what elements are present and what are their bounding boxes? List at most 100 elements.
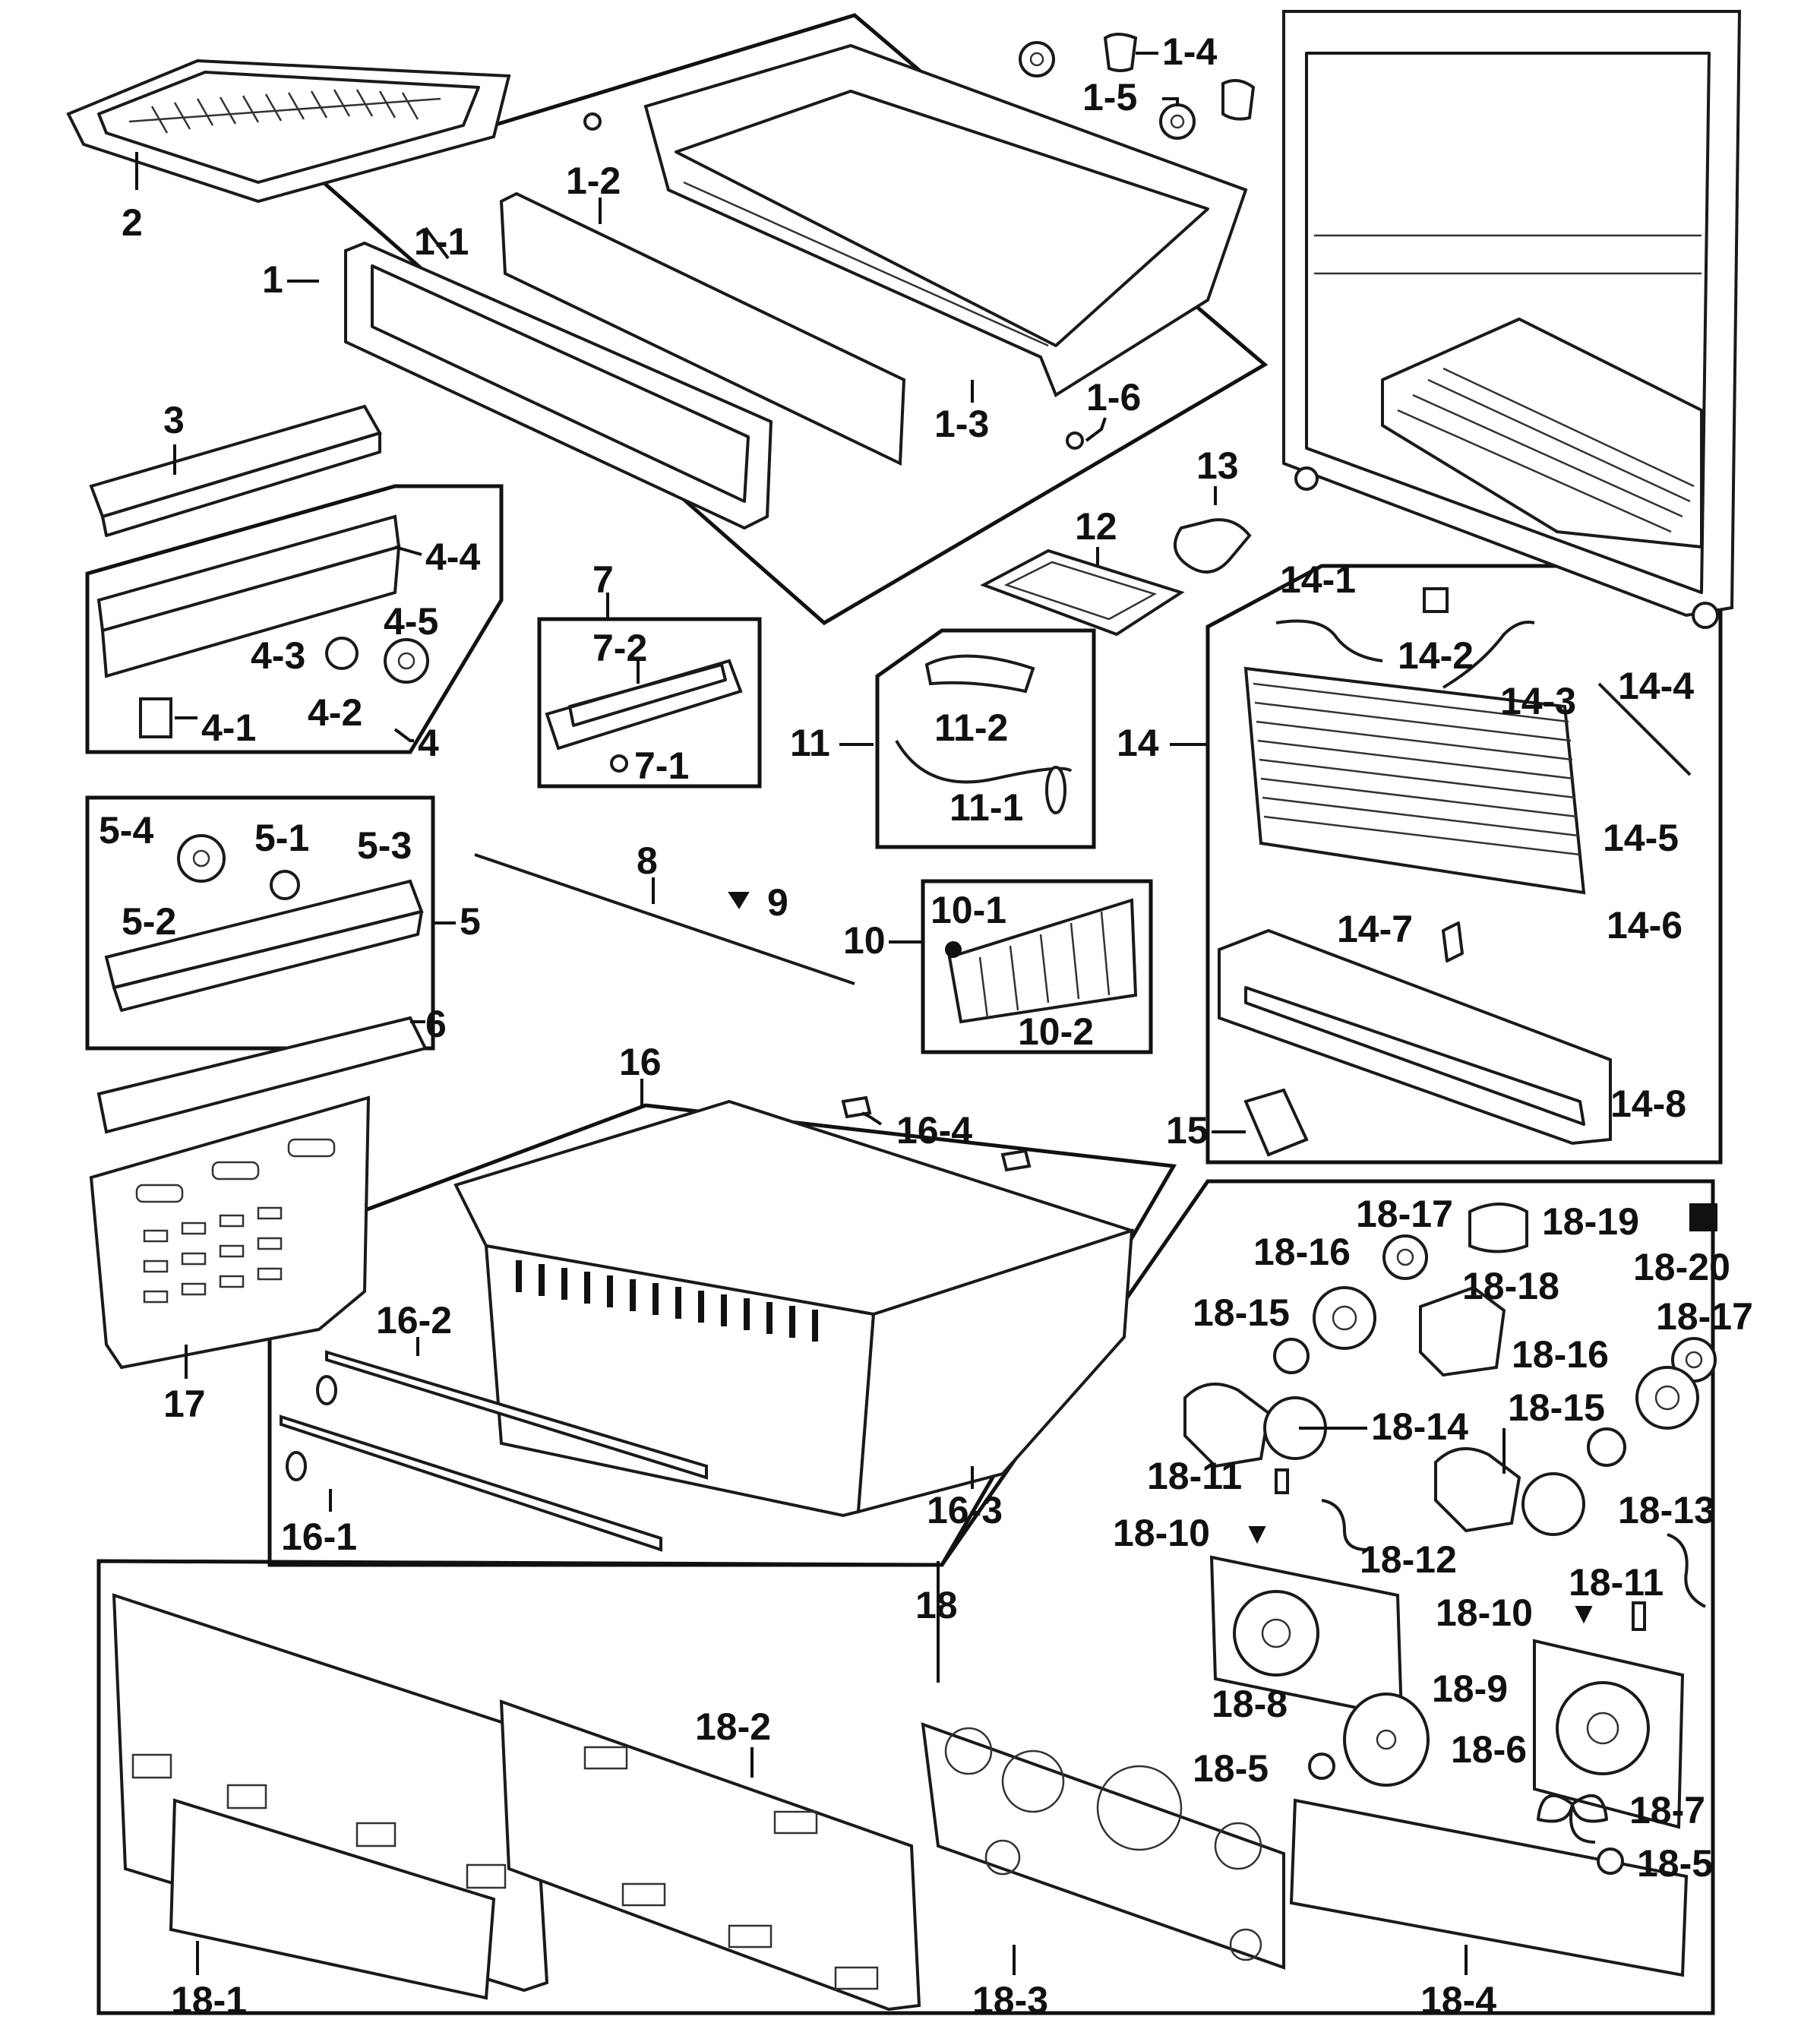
group-14-outline xyxy=(1205,564,1723,1165)
group-10-outline xyxy=(921,879,1153,1054)
label-5-1: 5-1 xyxy=(254,817,309,859)
label-14-3: 14-3 xyxy=(1500,680,1576,722)
part-18-panels xyxy=(112,1561,1689,2012)
label-18-20: 18-20 xyxy=(1633,1246,1730,1288)
part-1-6-screw xyxy=(1066,431,1084,450)
part-1-4-clip xyxy=(1103,33,1138,72)
part-15-bracket xyxy=(1212,1088,1309,1157)
label-4-1: 4-1 xyxy=(201,706,256,749)
label-4: 4 xyxy=(418,722,439,764)
label-18-15-a: 18-15 xyxy=(1193,1291,1290,1334)
label-18-10-a: 18-10 xyxy=(1113,1512,1210,1554)
label-7: 7 xyxy=(592,558,614,601)
label-4-5: 4-5 xyxy=(384,600,438,643)
part-3-rail xyxy=(89,404,382,537)
part-18-12-harness xyxy=(1321,1499,1368,1551)
label-18-1: 18-1 xyxy=(171,1979,247,2021)
part-18-15-hub-b xyxy=(1587,1427,1626,1467)
label-2: 2 xyxy=(122,201,143,244)
label-18-14: 18-14 xyxy=(1371,1405,1468,1448)
label-18-13: 18-13 xyxy=(1618,1489,1715,1531)
label-7-1: 7-1 xyxy=(634,744,689,787)
part-5-1-wheel xyxy=(270,870,300,900)
part-1-4-roller-a xyxy=(1019,41,1055,77)
label-18-11-b: 18-11 xyxy=(1569,1561,1664,1604)
label-18-17-b: 18-17 xyxy=(1656,1295,1753,1338)
label-18-5-b: 18-5 xyxy=(1637,1842,1713,1885)
label-16-3: 16-3 xyxy=(927,1489,1003,1531)
part-2-basket xyxy=(66,58,511,204)
part-1-5-roller-b xyxy=(1159,103,1196,140)
part-6-rail xyxy=(96,1016,428,1134)
part-1-drawer xyxy=(287,33,1256,530)
label-18-5-a: 18-5 xyxy=(1193,1747,1269,1790)
label-14-5: 14-5 xyxy=(1603,817,1679,859)
part-18-3-plate xyxy=(921,1722,1285,1970)
label-13: 13 xyxy=(1196,444,1239,487)
label-18: 18 xyxy=(915,1584,958,1626)
label-5-4: 5-4 xyxy=(99,809,153,852)
label-14-1: 14-1 xyxy=(1280,558,1356,601)
label-18-8: 18-8 xyxy=(1212,1683,1288,1725)
part-13-lamp xyxy=(1174,486,1252,574)
part-4-group xyxy=(96,514,429,742)
part-18-20-block xyxy=(1689,1203,1717,1231)
part-4-2-wheel xyxy=(325,637,359,670)
label-18-3: 18-3 xyxy=(972,1979,1048,2021)
group-11-outline xyxy=(875,628,1096,849)
part-18-7-propeller xyxy=(1537,1794,1608,1844)
part-11-2-holder xyxy=(924,654,1035,694)
label-1-3: 1-3 xyxy=(934,403,989,445)
label-4-4: 4-4 xyxy=(425,536,480,578)
part-16-2-rail xyxy=(325,1350,708,1480)
part-14-4-rod xyxy=(1597,682,1692,776)
label-1-1: 1-1 xyxy=(414,220,469,263)
label-14-4: 14-4 xyxy=(1618,665,1694,707)
label-18-18: 18-18 xyxy=(1462,1265,1559,1307)
part-14-evaporator xyxy=(1170,587,1692,1146)
label-18-16-a: 18-16 xyxy=(1253,1231,1351,1273)
label-12: 12 xyxy=(1075,505,1117,548)
label-16: 16 xyxy=(619,1041,662,1083)
part-14-7-clip xyxy=(1442,921,1464,962)
callout-labels: 2 1 1-1 1-2 1-3 1-4 1-5 1-6 3 4 4-1 4-2 … xyxy=(99,30,1753,2021)
part-18-10-screw-b xyxy=(1575,1606,1593,1624)
label-10-1: 10-1 xyxy=(931,889,1006,931)
part-18-5-spring-a xyxy=(1308,1753,1335,1780)
label-7-2: 7-2 xyxy=(592,627,647,669)
part-18-16-motor-b xyxy=(1635,1366,1699,1430)
part-18-6-fan-blade xyxy=(1343,1693,1430,1787)
label-18-17-a: 18-17 xyxy=(1356,1193,1453,1235)
label-18-6: 18-6 xyxy=(1451,1728,1527,1771)
label-11-2: 11-2 xyxy=(934,706,1008,749)
part-16-1-screw-a xyxy=(316,1375,337,1405)
part-5-group xyxy=(104,834,456,1012)
part-12-tray xyxy=(980,547,1185,637)
part-14-1-sensor xyxy=(1275,619,1383,662)
label-18-2: 18-2 xyxy=(695,1705,771,1748)
part-14-5-coil xyxy=(1243,666,1586,895)
label-5-3: 5-3 xyxy=(357,824,412,867)
part-1-screw xyxy=(583,112,602,131)
part-9-screw xyxy=(728,892,750,909)
label-14-6: 14-6 xyxy=(1607,904,1683,947)
part-8-rod xyxy=(474,853,855,985)
part-16-1-screw-b xyxy=(286,1451,307,1481)
group-18-outline xyxy=(96,1179,1715,2015)
label-1-6: 1-6 xyxy=(1086,376,1141,419)
part-18-15-hub-a xyxy=(1273,1338,1310,1374)
part-4-1-block xyxy=(139,697,172,738)
label-14-7: 14-7 xyxy=(1337,908,1413,950)
part-14-2-fuse xyxy=(1423,587,1449,613)
part-18-4-plate xyxy=(1289,1798,1689,1977)
group-4-outline xyxy=(85,484,504,754)
part-14-3-wire xyxy=(1442,621,1535,689)
part-18-2-panel xyxy=(499,1699,921,2012)
part-18-10-screw-a xyxy=(1248,1526,1266,1544)
label-18-12: 18-12 xyxy=(1360,1538,1457,1581)
part-7-group xyxy=(545,593,743,773)
label-8: 8 xyxy=(637,839,658,882)
label-1: 1 xyxy=(262,258,283,301)
label-1-5: 1-5 xyxy=(1082,76,1137,119)
